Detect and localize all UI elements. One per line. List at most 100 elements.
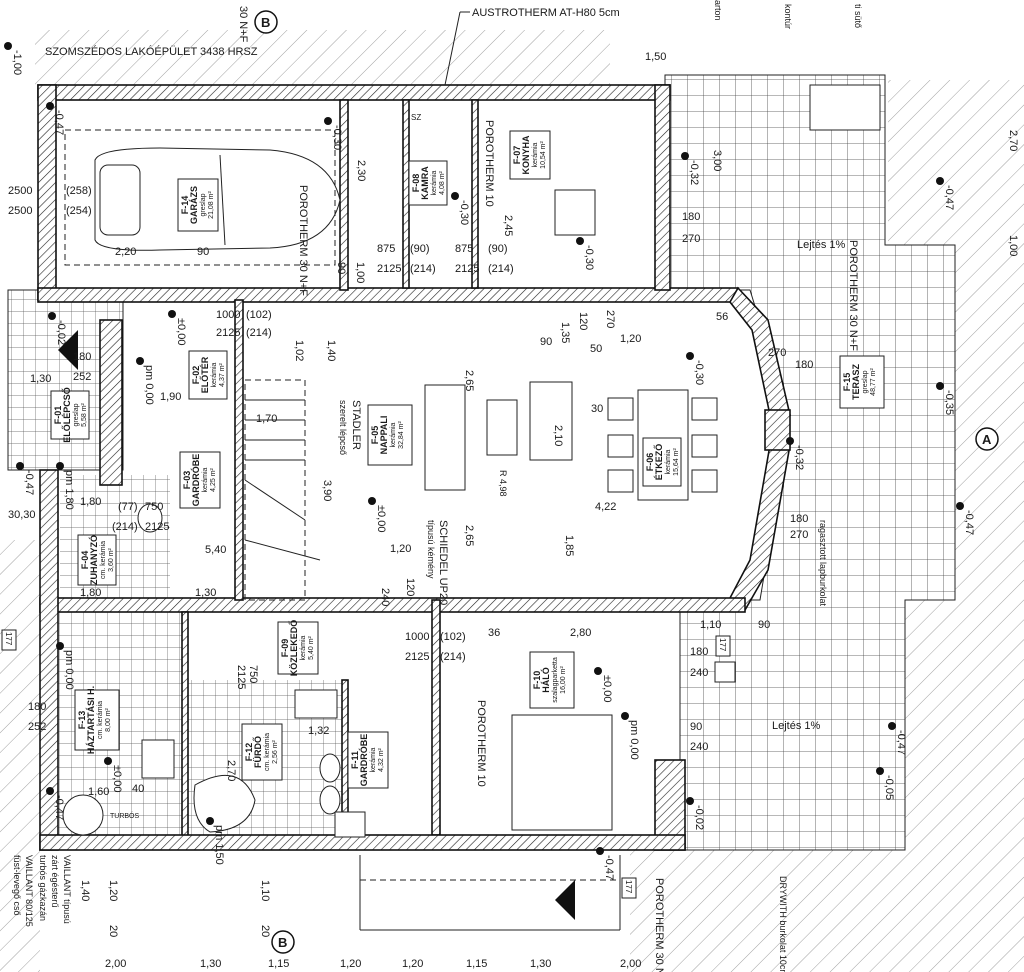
dimension-label: 40 [132,783,144,795]
level-value: pm 1,50 [213,825,225,865]
dimension-label: 2,10 [552,425,564,446]
level-marker-icon [786,437,794,445]
grill-label: ti sütő [853,4,863,28]
section-marker-icon [271,930,295,954]
level-value: -0,35 [943,390,955,415]
dimension-label: 180 [682,211,700,223]
dimension-label: 252 [73,371,91,383]
level-value: ±0,00 [601,675,613,702]
level-marker-icon [46,102,54,110]
level-value: ±0,00 [375,505,387,532]
dimension-label: 2,70 [225,760,237,781]
ground-hatch-bottom [630,850,1024,972]
flue-label: füst-levegő cső [12,855,22,916]
contour-label: kontúr [783,4,793,29]
neighbor-building-hatch [35,30,610,85]
room-label-box [529,651,575,709]
room-area: 32,84 m² [398,421,405,449]
room-name: ÉTKEZŐ [653,444,664,481]
room-label-box [408,160,448,206]
dimension-label: 180 [795,359,813,371]
dimension-label: 1000 [405,631,429,643]
level-marker-icon [936,177,944,185]
room-area: 3,60 m² [108,547,115,571]
dimension-label: 1,30 [200,958,221,970]
chimney-label: SCHIEDEL UP20 [437,520,449,605]
room-name: NAPPALI [379,416,389,455]
dimension-label: 2125 [377,263,401,275]
room-name: TERASZ [851,363,861,400]
dimension-label: 20 [107,925,119,937]
level-marker-icon [576,237,584,245]
dimension-label: 2,00 [105,958,126,970]
level-marker-icon [596,847,604,855]
level-marker-icon [324,117,332,125]
level-value: ±0,00 [111,765,123,792]
boiler-label: turbós gázkazán [38,855,48,921]
level-marker-icon [46,787,54,795]
level-value: -0,32 [793,445,805,470]
dimension-label: 36 [488,627,500,639]
dimension-label: 750 [247,665,259,683]
furniture [62,84,881,838]
room-area: 15,64 m² [673,448,680,476]
dimension-label: 875 [455,243,473,255]
dimension-label: 2,80 [570,627,591,639]
room-floor: kerámia [211,362,218,387]
room-floor: cm. kerámia [100,541,107,579]
dimension-label: 1,30 [30,373,51,385]
boiler-label: VAILLANT típusú [62,855,72,924]
room-code: F-02 [191,366,201,385]
room-area: 10,54 m² [540,141,547,169]
dimension-label: 1,90 [160,391,181,403]
level-value: pm 0,00 [63,650,75,690]
room-label-box [839,355,885,409]
room-code: F-08 [411,174,421,193]
level-marker-icon [621,712,629,720]
insulation-label: AUSTROTHERM AT-H80 5cm [472,7,620,19]
dimension-label: 750 [145,501,163,513]
dimension-label: 252 [28,721,46,733]
room-area: 21,08 m² [208,191,215,219]
level-value: -0,30 [583,245,595,270]
dimension-label: 1,10 [259,880,271,901]
chimney-sublabel: típusú kémény [426,520,436,579]
wall-type-label: 30 N+F [237,6,249,43]
wall-type-label: POROTHERM 10 [483,120,495,207]
level-marker-icon [936,382,944,390]
level-value: -0,05 [883,775,895,800]
entry-arrow-icon [555,880,575,920]
room-code: F-13 [77,711,87,730]
room-floor: kerámia [202,467,209,492]
dimension-label: (214) [112,521,138,533]
level-value: -0,47 [895,730,907,755]
room-name: ZUHANYZÓ [88,535,99,585]
drywith-label: DRYWITH burkolat 10cm [778,876,788,972]
room-label-box [179,451,221,509]
wall-type-label: POROTHERM 30 N+F [297,185,309,296]
room-area: 4,32 m² [378,747,385,771]
room-name: GARDRÓBE [190,454,201,507]
room-code: F-09 [280,639,290,658]
dimension-label: 2125 [235,665,247,689]
dimension-label: 1,00 [354,262,366,283]
dimension-label: 2,00 [620,958,641,970]
room-area: 8,00 m² [105,707,112,731]
level-marker-icon [56,462,64,470]
dimension-label: 1,60 [88,786,109,798]
level-value: -0,47 [53,110,65,135]
level-marker-icon [594,667,602,675]
dimension-label: 270 [682,233,700,245]
dimension-label: 1,02 [293,340,305,361]
level-value: -0,47 [963,510,975,535]
level-marker-icon [104,757,112,765]
dimension-label: 2,45 [502,215,514,236]
room-name: HÁLÓ [540,667,551,693]
